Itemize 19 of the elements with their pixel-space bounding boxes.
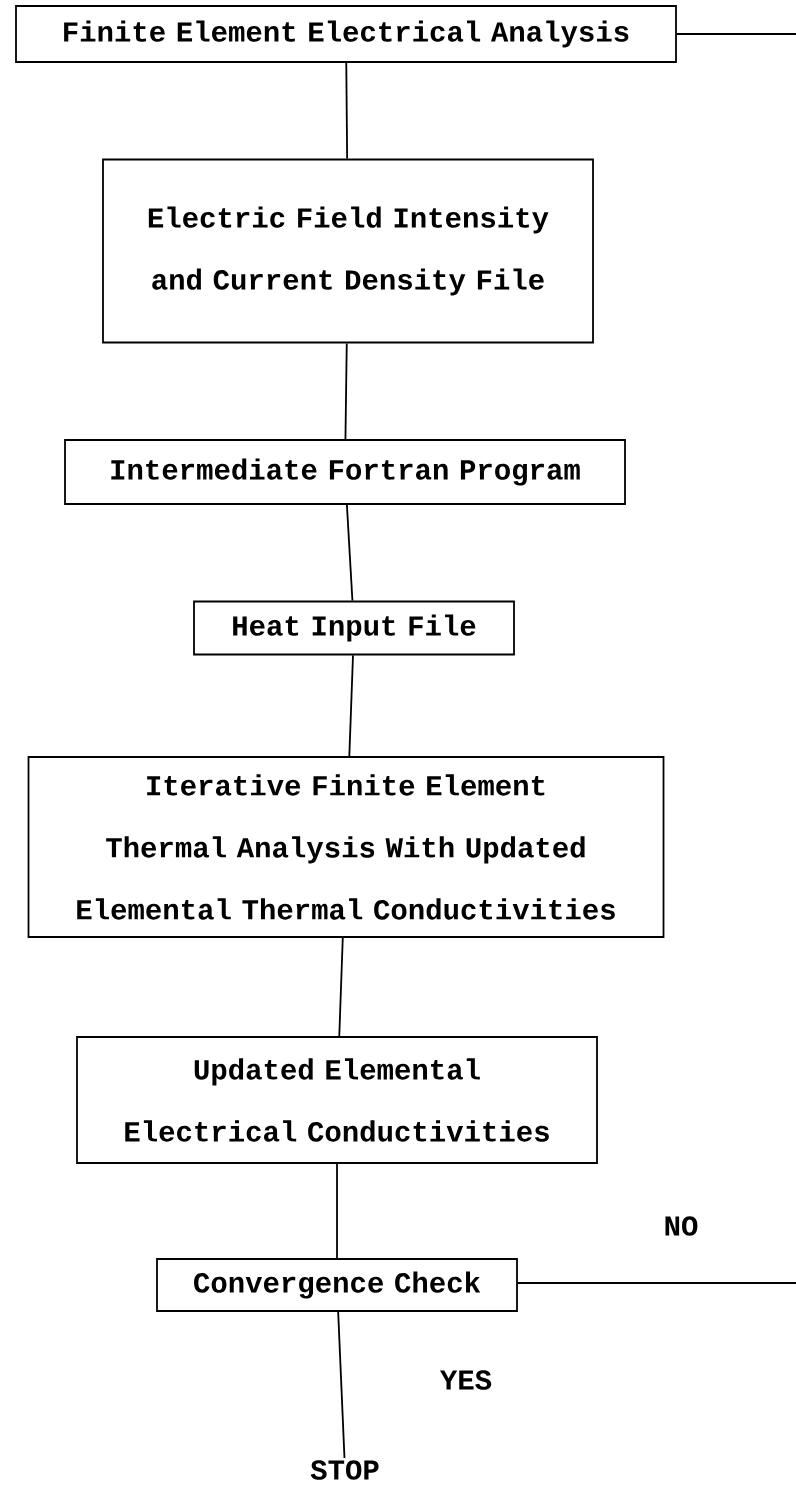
- edge-label: NO: [661, 1214, 701, 1238]
- connector-line: [337, 1311, 346, 1459]
- process-box: Intermediate Fortran Program: [64, 439, 626, 505]
- connector-line: [517, 1282, 796, 1284]
- connector-line: [338, 937, 344, 1037]
- process-box: Finite Element Electrical Analysis: [15, 5, 677, 63]
- connector-line: [348, 654, 354, 757]
- connector-line: [336, 1163, 338, 1259]
- connector-line: [345, 62, 349, 160]
- process-box: Heat Input File: [193, 600, 515, 656]
- stop-label: STOP: [310, 1460, 379, 1480]
- process-box: Iterative Finite Element Thermal Analysis With Updated Elemental Thermal Conductivities: [27, 756, 665, 938]
- process-box: Electric Field Intensity and Current Density File: [102, 158, 594, 344]
- process-box: Updated Elemental Electrical Conductivities: [76, 1036, 598, 1164]
- connector-line: [344, 342, 348, 440]
- connector-line: [676, 33, 796, 35]
- process-box: Convergence Check: [156, 1258, 518, 1312]
- edge-label: YES: [437, 1368, 495, 1392]
- connector-line: [346, 504, 354, 602]
